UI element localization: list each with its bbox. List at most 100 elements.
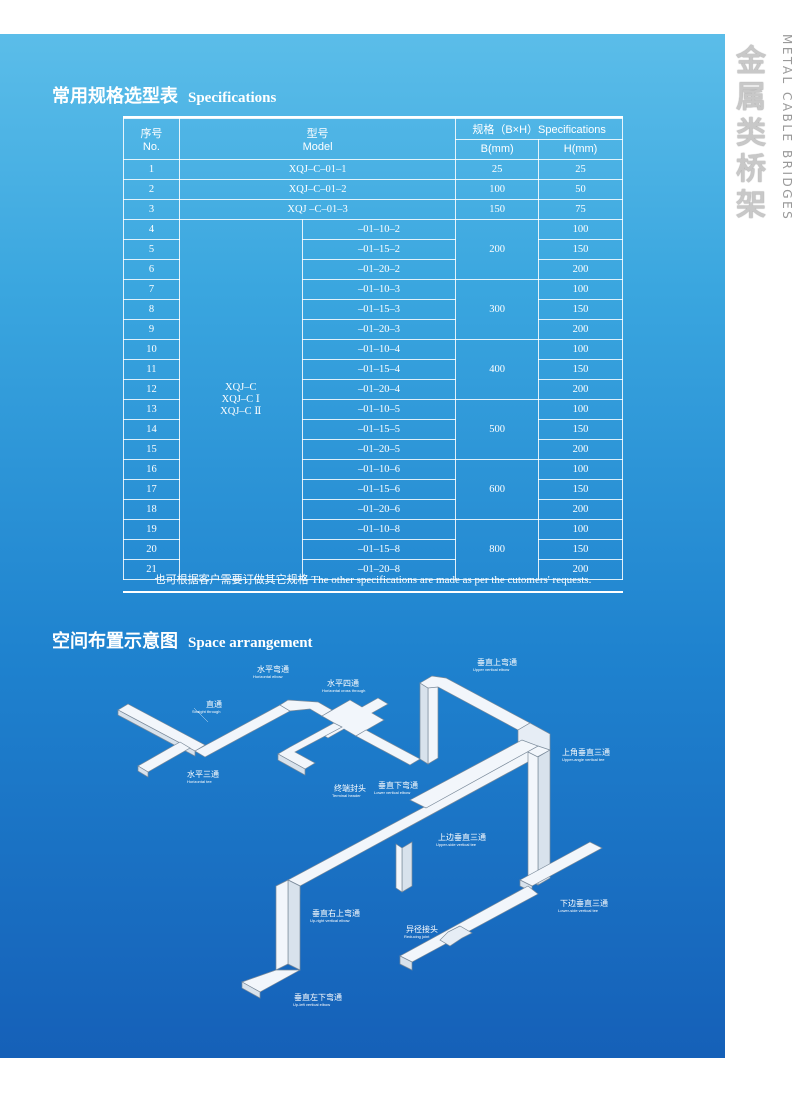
cell-no: 16: [123, 459, 180, 480]
cell-no: 9: [123, 319, 180, 340]
cell-no: 5: [123, 239, 180, 260]
cell-b: 400: [455, 339, 540, 400]
header-h: H(mm): [538, 138, 623, 160]
label-upper-side-tee-en: Upper-side vertical tee: [436, 842, 477, 847]
cell-model-suffix: –01–10–4: [301, 339, 457, 360]
label-terminal-en: Terminal header: [332, 793, 361, 798]
cell-h: 150: [538, 299, 623, 320]
main-run-top: [409, 739, 539, 809]
label-upleft-elbow-en: Up-left vertical elbow: [293, 1002, 330, 1007]
cell-b: 25: [455, 159, 540, 180]
cell-model-suffix: –01–15–6: [301, 479, 457, 500]
reducing-joint: [439, 925, 473, 947]
main-run: [287, 745, 551, 887]
cell-h: 100: [538, 339, 623, 360]
cell-h: 75: [538, 199, 623, 220]
lower-run: [399, 885, 539, 963]
label-upper-elbow-en: Upper vertical elbow: [473, 667, 509, 672]
cell-no: 4: [123, 219, 180, 240]
cell-h: 200: [538, 499, 623, 520]
cell-model-suffix: –01–10–6: [301, 459, 457, 480]
sidebar-title-en: METAL CABLE BRIDGES: [780, 34, 794, 222]
header-no-zh: 序号: [140, 128, 163, 140]
vertical-riser: [427, 679, 439, 765]
label-lower-elbow-en: Lower vertical elbow: [374, 790, 410, 795]
cell-model-suffix: –01–10–3: [301, 279, 457, 300]
header-b: B(mm): [455, 138, 540, 160]
label-h-cross-en: Horizontal cross through: [322, 688, 365, 693]
cell-h: 150: [538, 359, 623, 380]
cell-no: 3: [123, 199, 180, 220]
cell-model-suffix: –01–20–8: [301, 559, 457, 580]
header-model-zh: 型号: [306, 128, 329, 140]
cell-no: 19: [123, 519, 180, 540]
spec-heading-zh: 常用规格选型表: [52, 86, 178, 106]
header-model: 型号 Model: [178, 118, 457, 160]
cell-h: 25: [538, 159, 623, 180]
label-h-tee-zh: 水平三通: [187, 769, 219, 779]
cell-h: 200: [538, 379, 623, 400]
right-column-front: [527, 751, 539, 886]
cell-h: 200: [538, 259, 623, 280]
cell-b: 600: [455, 459, 540, 520]
model-group-line: XQJ–C Ⅱ: [220, 406, 262, 417]
cell-model-suffix: –01–20–3: [301, 319, 457, 340]
cell-h: 100: [538, 219, 623, 240]
cell-model-suffix: –01–20–4: [301, 379, 457, 400]
label-reducing-en: Reducing joint: [404, 934, 430, 939]
table-note: 也可根据客户需要订做其它规格 The other specifications …: [154, 574, 592, 586]
terminal-header: [277, 753, 306, 776]
label-lower-side-tee-en: Lower-side vertical tee: [558, 908, 599, 913]
cell-b: 500: [455, 399, 540, 460]
spec-table: 序号 No. 型号 Model 规格（B×H）Specifications B(…: [123, 118, 623, 580]
label-upright-elbow-zh: 垂直右上弯通: [312, 908, 360, 918]
tee-branch: [137, 741, 191, 773]
table-top-rule: [123, 116, 623, 118]
cell-b: 150: [455, 199, 540, 220]
diagram-labels: 直通 Straight through 水平弯通 Horizontal elbo…: [187, 657, 610, 1007]
header-spec: 规格（B×H）Specifications: [455, 118, 623, 140]
cell-model-suffix: –01–20–6: [301, 499, 457, 520]
left-drop-front: [275, 879, 289, 971]
cell-b: 200: [455, 219, 540, 280]
cell-model: XQJ–C–01–2: [178, 179, 457, 200]
tee-branch-side: [137, 765, 149, 778]
cell-h: 100: [538, 459, 623, 480]
space-heading-zh: 空间布置示意图: [52, 631, 178, 651]
header-no: 序号 No.: [123, 118, 180, 160]
space-heading: 空间布置示意图 Space arrangement: [52, 627, 313, 653]
cell-model-suffix: –01–10–8: [301, 519, 457, 540]
model-group-line: XQJ–C Ⅰ: [221, 394, 260, 405]
cell-no: 15: [123, 439, 180, 460]
cell-h: 150: [538, 419, 623, 440]
cell-model: XQJ–C–01–1: [178, 159, 457, 180]
upper-side-drop: [401, 841, 413, 893]
label-upper-elbow-zh: 垂直上弯通: [477, 657, 517, 667]
space-heading-en: Space arrangement: [188, 635, 313, 651]
cell-h: 150: [538, 239, 623, 260]
cell-model: XQJ –C–01–3: [178, 199, 457, 220]
cell-b: 300: [455, 279, 540, 340]
label-h-tee-en: Horizontal tee: [187, 779, 212, 784]
cell-h: 200: [538, 559, 623, 580]
cell-no: 17: [123, 479, 180, 500]
vertical-riser-front: [419, 682, 429, 765]
cell-no: 20: [123, 539, 180, 560]
cell-h: 100: [538, 519, 623, 540]
cell-no: 11: [123, 359, 180, 380]
header-no-en: No.: [142, 141, 160, 153]
model-group-line: XQJ–C: [225, 382, 257, 393]
cell-model-suffix: –01–10–5: [301, 399, 457, 420]
lower-run-end: [399, 955, 413, 971]
label-lower-side-tee-zh: 下边垂直三通: [560, 898, 608, 908]
sidebar-title-zh: 金属类桥架: [736, 44, 766, 223]
